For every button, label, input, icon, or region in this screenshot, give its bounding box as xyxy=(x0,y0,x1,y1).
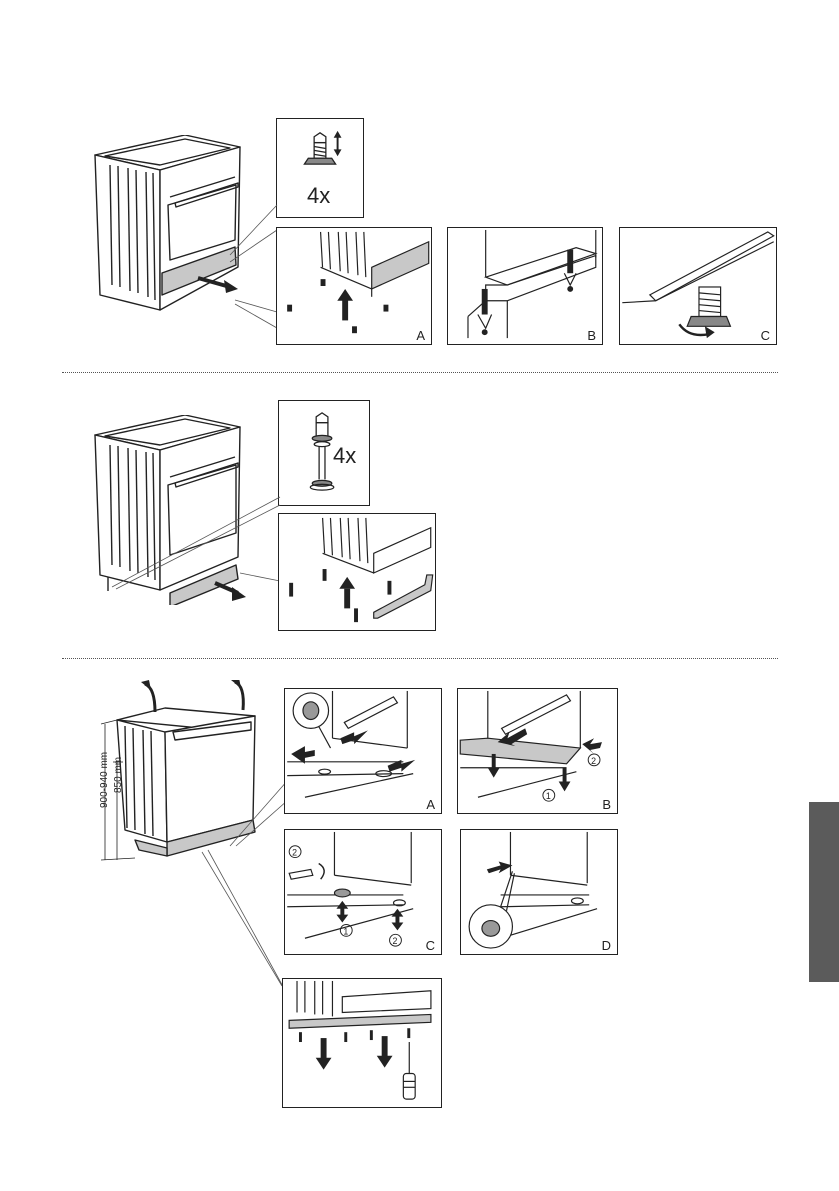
step-a-drawing xyxy=(277,228,431,344)
step-3c-drawing: 2 1 2 xyxy=(285,830,441,954)
dimension-850: 850 mm xyxy=(113,757,124,793)
step-panel-3e xyxy=(282,978,442,1108)
step-panel-3a: A xyxy=(284,688,442,814)
panel-label-3a: A xyxy=(426,798,435,811)
panel-label-a: A xyxy=(416,329,425,342)
panel-label-3c: C xyxy=(426,939,435,952)
step-3b-drawing: 2 1 xyxy=(458,689,617,813)
panel-label-b: B xyxy=(587,329,596,342)
step-panel-a: A xyxy=(276,227,432,345)
panel-label-c: C xyxy=(761,329,770,342)
step-number-1: 1 xyxy=(546,791,551,801)
callout-lines-3 xyxy=(200,760,290,1000)
quantity-label-2: 4x xyxy=(333,445,356,467)
step-panel-3b: 2 1 B xyxy=(457,688,618,814)
step-3a-drawing xyxy=(285,689,441,813)
dimension-900-940: 900-940 mm xyxy=(99,752,110,808)
step-number-1c: 1 xyxy=(343,926,348,936)
quantity-label: 4x xyxy=(307,185,330,207)
step-panel-c: C xyxy=(619,227,777,345)
step-number-2a: 2 xyxy=(292,848,297,858)
step-panel-3d: D xyxy=(460,829,618,955)
side-tab-marker xyxy=(809,802,839,982)
step-panel-b: B xyxy=(447,227,603,345)
step-panel-plinth-feet xyxy=(278,513,436,631)
step-number-2: 2 xyxy=(591,756,596,766)
callout-lines-2 xyxy=(110,495,285,595)
section-divider-2 xyxy=(62,658,778,659)
panel-label-3d: D xyxy=(602,939,611,952)
step-3e-drawing xyxy=(283,979,441,1107)
foot-part-box: 4x xyxy=(276,118,364,218)
section-divider-1 xyxy=(62,372,778,373)
plinth-feet-drawing xyxy=(279,514,435,630)
step-number-2b: 2 xyxy=(393,936,398,946)
panel-label-3b: B xyxy=(602,798,611,811)
long-foot-part-box: 4x xyxy=(278,400,370,506)
step-3d-drawing xyxy=(461,830,617,954)
step-c-drawing xyxy=(620,228,776,344)
step-b-drawing xyxy=(448,228,602,344)
step-panel-3c: 2 1 2 C xyxy=(284,829,442,955)
